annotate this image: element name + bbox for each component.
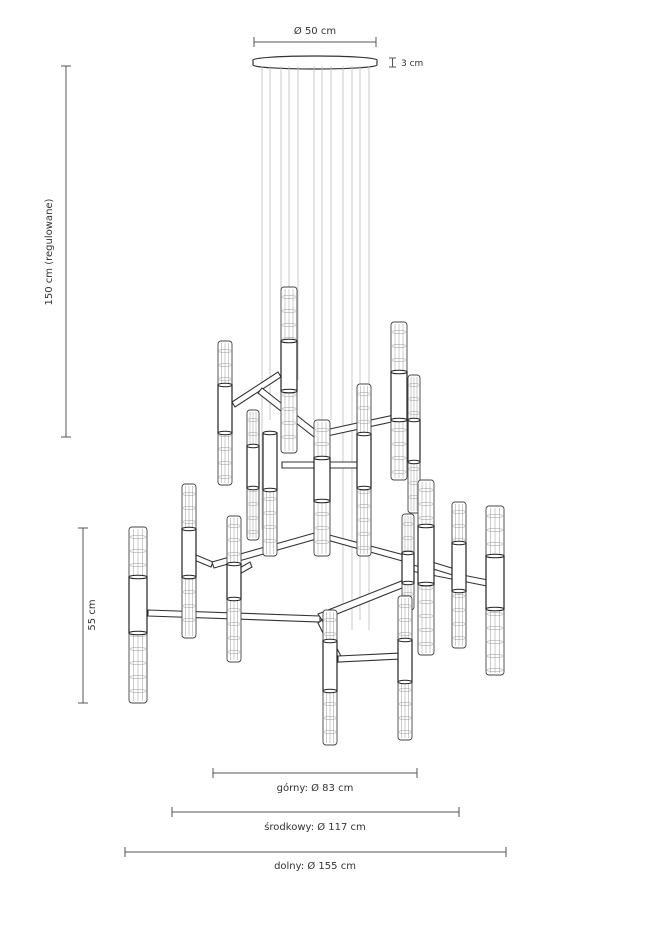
pendant-tube: [246, 409, 260, 541]
upper-diameter-dimension: górny: Ø 83 cm: [212, 768, 418, 794]
body-height-label: 55 cm: [87, 599, 98, 630]
canopy-diameter-label: Ø 50 cm: [294, 25, 336, 37]
pendant-tube: [280, 286, 298, 454]
pendant-tube: [356, 383, 372, 557]
canopy-diameter-dimension: Ø 50 cm: [253, 25, 377, 47]
suspension-length-dimension: 150 cm (regulowane): [44, 65, 71, 438]
pendant-tube: [128, 526, 148, 704]
pendant-tube: [313, 419, 331, 557]
ceiling-canopy: [252, 55, 378, 70]
pendant-tube: [401, 513, 415, 611]
pendant-tube: [407, 374, 421, 514]
suspension-wires: [261, 66, 370, 630]
pendant-tubes: [128, 286, 505, 746]
pendant-tube: [217, 340, 233, 486]
middle-diameter-dimension: środkowy: Ø 117 cm: [171, 807, 460, 833]
pendant-tube: [397, 595, 413, 741]
pendant-tube: [485, 505, 505, 676]
lower-diameter-label: dolny: Ø 155 cm: [274, 860, 356, 872]
pendant-tube: [181, 483, 197, 639]
pendant-tube: [417, 479, 435, 656]
pendant-tube: [390, 321, 408, 481]
body-height-dimension: 55 cm: [78, 527, 98, 704]
lower-tier-arms: [147, 564, 489, 663]
canopy-height-dimension: 3 cm: [389, 57, 423, 69]
pendant-tube: [226, 515, 242, 663]
middle-diameter-label: środkowy: Ø 117 cm: [264, 821, 366, 833]
canopy-height-label: 3 cm: [401, 59, 423, 69]
suspension-length-label: 150 cm (regulowane): [44, 198, 55, 305]
pendant-tube: [262, 430, 278, 557]
pendant-tube: [322, 609, 338, 746]
lower-diameter-dimension: dolny: Ø 155 cm: [124, 847, 507, 872]
pendant-tube: [451, 501, 467, 649]
upper-diameter-label: górny: Ø 83 cm: [277, 782, 354, 794]
